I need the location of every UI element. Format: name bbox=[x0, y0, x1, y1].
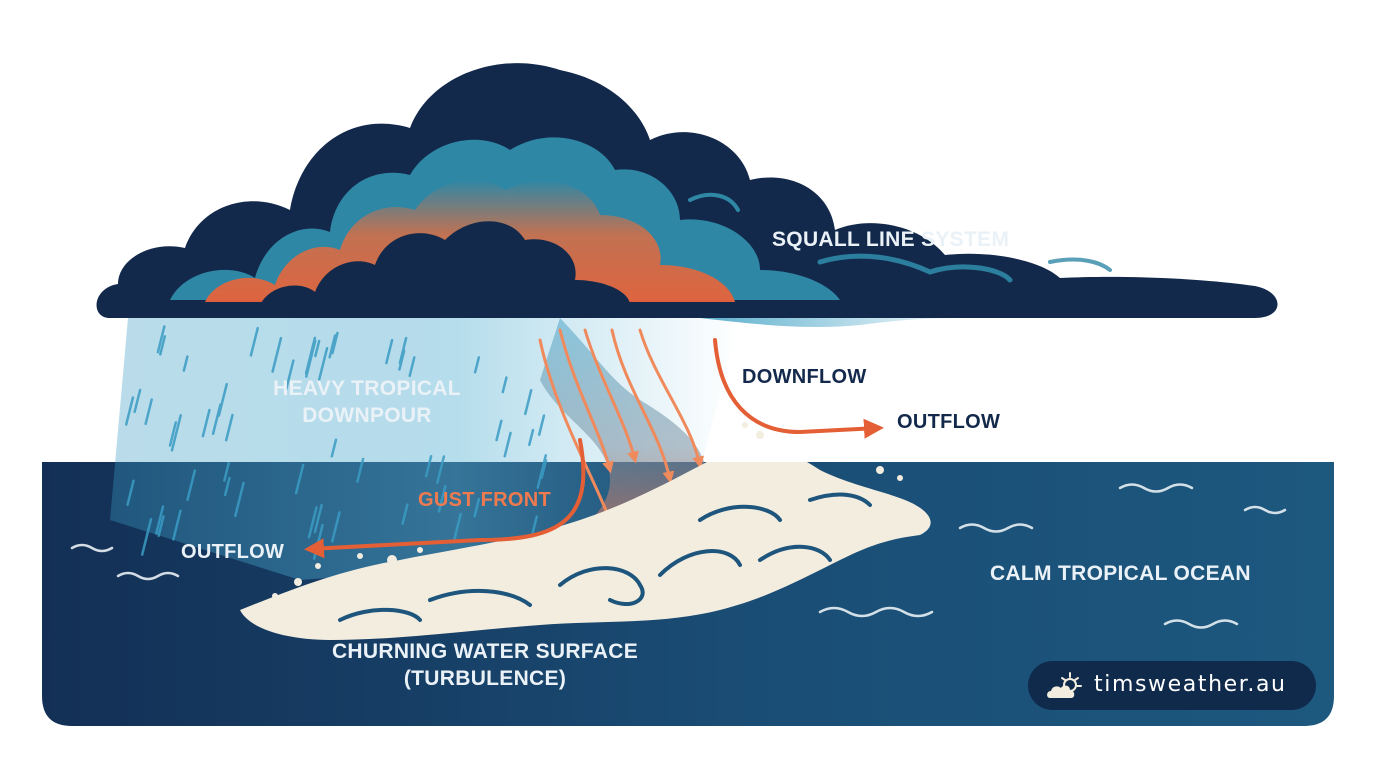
rain-streak bbox=[437, 485, 447, 513]
churning-surface-label: CHURNING WATER SURFACE (TURBULENCE) bbox=[320, 638, 650, 692]
rain-streak bbox=[313, 503, 323, 534]
rain-streak bbox=[294, 463, 305, 495]
rain-streak bbox=[328, 334, 337, 359]
rain-streak bbox=[186, 469, 197, 502]
rain-streak bbox=[501, 376, 508, 394]
rain-streak bbox=[452, 512, 462, 542]
rain-streak bbox=[473, 497, 481, 518]
rain-streak bbox=[223, 476, 231, 497]
rain-streak bbox=[385, 338, 394, 365]
churning-surface-line-1: CHURNING WATER SURFACE bbox=[331, 640, 639, 663]
outflow-right-label: OUTFLOW bbox=[897, 411, 1001, 433]
heavy-downpour-line-1: HEAVY TROPICAL bbox=[273, 377, 461, 400]
rain-streak bbox=[224, 413, 234, 442]
rain-streak bbox=[223, 461, 230, 482]
outflow-right-arrow bbox=[713, 338, 884, 439]
rain-streak bbox=[249, 326, 259, 357]
rain-streak bbox=[144, 398, 153, 426]
churning-surface-line-2: (TURBULENCE) bbox=[403, 667, 567, 690]
rain-streak bbox=[330, 438, 338, 458]
rain-streak bbox=[537, 414, 546, 436]
calm-ocean-label: CALM TROPICAL OCEAN bbox=[990, 562, 1251, 585]
rain-streak bbox=[234, 481, 245, 518]
rain-streak bbox=[503, 431, 512, 458]
rain-streak bbox=[473, 356, 481, 374]
rain-streak bbox=[314, 339, 321, 358]
rain-streak bbox=[356, 457, 365, 483]
rain-streak bbox=[159, 335, 167, 356]
rain-streak bbox=[424, 454, 433, 478]
rain-streaks bbox=[124, 325, 548, 560]
rain-streak bbox=[133, 388, 142, 414]
brand-badge[interactable]: timsweather.au bbox=[1028, 661, 1316, 710]
rain-streak bbox=[126, 479, 135, 507]
rain-streak bbox=[172, 509, 182, 541]
calm-waves bbox=[70, 483, 1287, 629]
downflow-label: DOWNFLOW bbox=[742, 366, 867, 388]
rain-streak bbox=[331, 511, 341, 543]
rain-streak bbox=[524, 388, 533, 416]
rain-streak bbox=[140, 517, 153, 556]
rain-streak bbox=[285, 359, 295, 391]
rain-streak bbox=[170, 414, 182, 452]
gust-front-label: GUST FRONT bbox=[418, 489, 551, 511]
downdraft-streamlines bbox=[538, 328, 705, 524]
rain-streak bbox=[495, 419, 503, 442]
rain-streak bbox=[201, 408, 211, 438]
spray-droplets bbox=[272, 422, 903, 599]
rain-streak bbox=[182, 355, 189, 372]
heavy-downpour-line-2: DOWNPOUR bbox=[302, 404, 432, 427]
rain-streak bbox=[217, 382, 228, 417]
brand-text: timsweather.au bbox=[1094, 672, 1287, 697]
rain-streak bbox=[156, 325, 166, 354]
rain-streak bbox=[307, 506, 318, 539]
outflow-arrows bbox=[304, 338, 884, 559]
rain-streak bbox=[124, 396, 135, 426]
rain-streak bbox=[331, 331, 339, 355]
rain-streak bbox=[436, 455, 446, 484]
outflow-left-label: OUTFLOW bbox=[181, 541, 285, 563]
rain-streak bbox=[317, 347, 329, 381]
rain-streak bbox=[271, 336, 283, 373]
rain-streak bbox=[528, 428, 535, 447]
sun-behind-cloud-icon bbox=[1044, 670, 1084, 702]
churning-foam bbox=[240, 462, 931, 640]
storm-cloud bbox=[96, 63, 1278, 318]
rain-streak bbox=[408, 356, 416, 378]
squall-line-label: SQUALL LINE SYSTEM bbox=[772, 228, 1010, 251]
rain-streak bbox=[304, 336, 317, 375]
heavy-downpour-label: HEAVY TROPICAL DOWNPOUR bbox=[262, 375, 472, 429]
rain-streak bbox=[168, 421, 178, 447]
rain-streak bbox=[155, 505, 165, 535]
outflow-left-arrow bbox=[304, 438, 586, 559]
shelf-cloud-trail bbox=[700, 318, 980, 328]
rain-streak bbox=[398, 349, 406, 371]
rain-streak bbox=[401, 503, 409, 525]
rain-streak bbox=[157, 515, 165, 538]
rain-streak bbox=[540, 459, 548, 479]
rain-streak bbox=[536, 454, 548, 489]
